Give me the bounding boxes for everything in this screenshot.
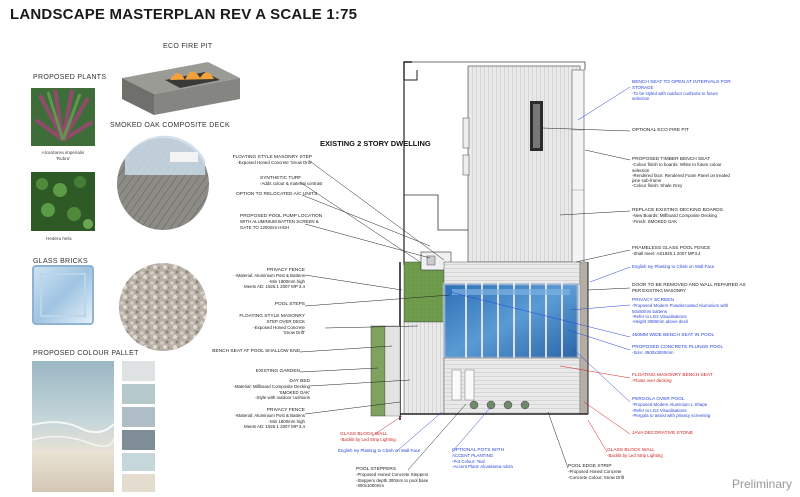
ann-right-10: FLOATING MASONRY BENCH SEAT-Floats over … (632, 373, 713, 384)
ann-left-2: OPTION TO RELOCATED A/C UNITS (236, 192, 318, 197)
ann-right-5: English Ivy Planting to Climb on Wall Fa… (632, 264, 715, 269)
watermark: Preliminary (731, 477, 792, 491)
swatch-1 (122, 361, 155, 381)
glass-heading: GLASS BRICKS (33, 258, 88, 265)
glass-brick-photo (32, 265, 94, 325)
plant-photo-hedera (31, 172, 95, 231)
ann-right-12: JAVA DECORATIVE STONE (632, 431, 693, 436)
ann-left-4: PRIVACY FENCE-Material: Aluminium Post &… (234, 268, 305, 289)
leader-lines-blue (396, 86, 631, 453)
ann-right-8: 450mm WIDE BENCH SEAT IN POOL (632, 333, 715, 338)
plant1-sub: 'Rubra' (55, 155, 71, 161)
fire-pit-photo (122, 62, 240, 115)
ann-bottom-5: GLASS BLOCK WALL-Backlit by Led Strip Li… (607, 448, 663, 459)
ann-left-8: EXISTING GARDEN (255, 369, 300, 374)
swatch-5 (122, 453, 155, 471)
leader-lines-right (407, 127, 631, 471)
ann-left-7: BENCH SEAT AT POOL SHALLOW END (212, 349, 300, 354)
ann-bottom-0: GLASS BLOCK WALL-Backlit by Led Strip Li… (340, 432, 396, 443)
ann-right-1: OPTIONAL ECO FIRE PIT (632, 128, 689, 133)
ann-bottom-3: POOL STEPPERS-Proposed Honed Concrete St… (356, 467, 429, 488)
ann-bottom-1: English Ivy Planting to Climb on Wall Fa… (338, 448, 421, 453)
page-title: LANDSCAPE MASTERPLAN REV A SCALE 1:75 (10, 6, 358, 23)
coastal-photo (32, 361, 114, 492)
colour-heading: PROPOSED COLOUR PALLET (33, 350, 139, 357)
plunge-pool (443, 283, 579, 359)
ann-left-1: SYNTHETIC TURF-Adds colour & material co… (260, 176, 323, 187)
dwelling-label: EXISTING 2 STORY DWELLING (320, 139, 431, 148)
ann-left-10: PRIVACY FENCE-Material: Aluminium Post &… (234, 408, 305, 429)
synthetic-turf (403, 261, 445, 323)
plant-photo-alcantarea (31, 88, 95, 146)
pergola-battens (465, 282, 563, 362)
plant2-caption: Hedera helix (46, 236, 72, 241)
swatch-3 (122, 407, 155, 427)
ann-right-4: FRAMELESS GLASS POOL FENCE-Shall meet: A… (632, 246, 711, 257)
colour-swatches (122, 361, 155, 492)
leader-lines-left (299, 161, 451, 415)
plant1-caption: Alcantarea imperialis 'Rubra' (37, 150, 89, 161)
ann-right-7: PRIVACY SCREEN-Proposed Modern Powdercoa… (632, 298, 729, 325)
plants-heading: PROPOSED PLANTS (33, 74, 107, 81)
ann-right-2: PROPOSED TIMBER BENCH SEAT-Colour finish… (632, 157, 730, 189)
swatch-4 (122, 430, 155, 450)
timber-bench-seat (571, 69, 585, 271)
upper-deck (467, 65, 581, 263)
swatch-6 (122, 474, 155, 492)
ann-left-0: FLOATING STYLE MASONRY STEP-Exposed Hone… (232, 155, 312, 166)
ann-right-9: PROPOSED CONCRETE PLUNGE POOL-Size: 4500… (632, 345, 724, 356)
fire-pit-heading: ECO FIRE PIT (163, 43, 213, 50)
deck-photo (117, 135, 209, 230)
ann-right-3: REPLACE EXISTING DECKING BOARDS-New Boar… (632, 208, 723, 224)
swatch-2 (122, 384, 155, 404)
deck-heading: SMOKED OAK COMPOSITE DECK (110, 122, 230, 129)
leader-lines-red (371, 365, 631, 453)
site-plan (370, 61, 589, 420)
existing-garden (370, 325, 386, 417)
ann-right-11: PERGOLA OVER POOL-Proposed Modern Alumin… (632, 397, 711, 418)
ann-left-5: POOL STEPS (274, 302, 305, 307)
ann-left-9: DAY BED-Material: Millboard Composite De… (233, 379, 310, 400)
plant1-name: Alcantarea imperialis (41, 150, 85, 155)
gravel-photo (119, 263, 207, 351)
accent-pots (469, 400, 530, 410)
ann-bottom-4: POOL EDGE STRIP-Proposed Honed Concrete-… (568, 464, 625, 480)
